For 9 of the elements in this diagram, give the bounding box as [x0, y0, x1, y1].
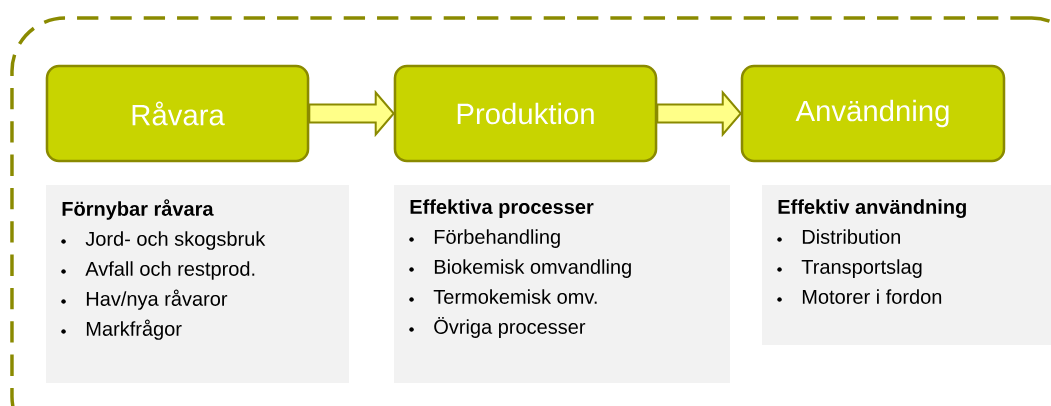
text-box: Effektiva processer Förbehandling Biokemisk omvandling Termokemisk omv. Övriga processer — [394, 185, 730, 383]
step-box: Användning — [740, 64, 1006, 163]
block-arrow — [656, 89, 743, 138]
step-box: Produktion — [393, 64, 658, 163]
block-arrow — [308, 89, 396, 138]
dashed-frame — [10, 16, 1051, 406]
text-box: Förnybar råvara Jord- och skogsbruk Avfall och restprod. Hav/nya råvaror Markfrågor — [46, 185, 349, 383]
step-box: Råvara — [45, 64, 310, 163]
text-box: Effektiv användning Distribution Transportslag Motorer i fordon — [762, 185, 1051, 345]
